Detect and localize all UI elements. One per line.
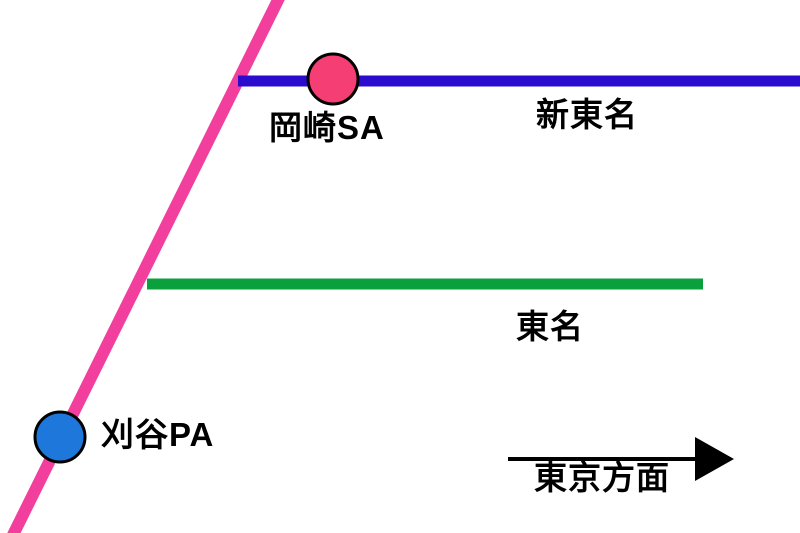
- tomei-line-label: 東名: [516, 308, 584, 345]
- shin-tomei-line-label: 新東名: [536, 96, 638, 133]
- kariya-pa-label: 刈谷PA: [101, 416, 215, 453]
- arrow-head-icon: [695, 437, 734, 481]
- kariya-pa-marker: [33, 410, 87, 464]
- okazaki-sa-marker: [306, 52, 360, 106]
- tokyo-direction-label: 東京方面: [534, 459, 670, 496]
- okazaki-sa-label: 岡崎SA: [269, 109, 385, 146]
- tokyo-direction-arrow: [508, 437, 734, 481]
